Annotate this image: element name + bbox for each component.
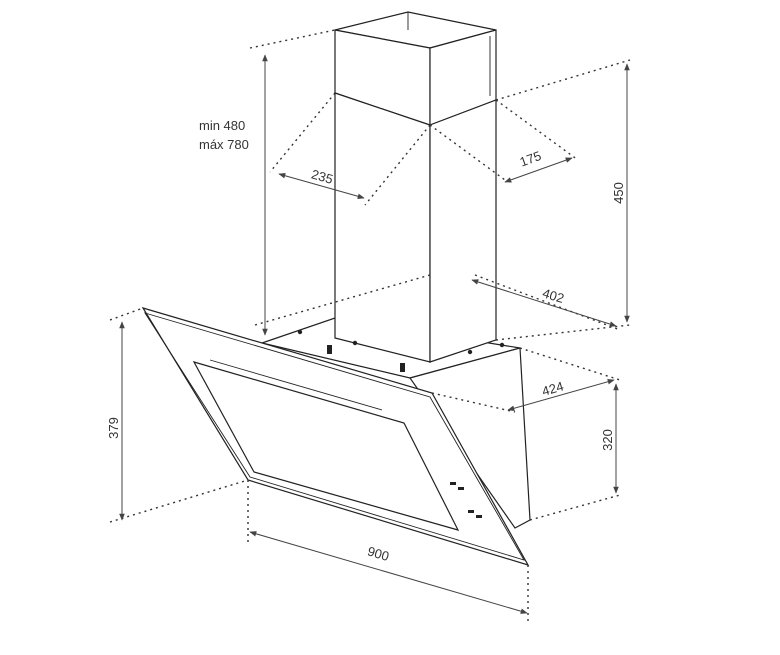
control-buttons	[450, 482, 482, 518]
control-button-1	[450, 482, 456, 485]
control-button-3	[468, 510, 474, 513]
mount-slot-1	[327, 345, 332, 354]
mount-hole-3	[499, 342, 505, 348]
dim-line-body-depth	[507, 379, 615, 411]
dim-line-chimney-base	[471, 279, 617, 327]
chimney-width-label: 235	[310, 166, 335, 186]
height-max-label: máx 780	[199, 137, 249, 152]
mount-hole-2	[467, 349, 473, 355]
dimension-labels: min 480 máx 780 235 175 450 402 424 320 …	[106, 118, 626, 564]
mount-hole-1	[352, 340, 358, 346]
dim-line-total-width	[249, 531, 528, 614]
mount-slot-2	[400, 363, 405, 372]
chimney-lower-front	[334, 92, 431, 363]
chimney-base-label: 402	[541, 285, 566, 306]
glass-panel-inner-window	[192, 361, 460, 531]
dim-line-chimney-width	[278, 173, 365, 199]
chimney	[297, 11, 505, 372]
chimney-height-label: 450	[611, 182, 626, 204]
body-depth-label: 424	[540, 378, 565, 398]
total-width-label: 900	[366, 543, 391, 564]
control-button-2	[458, 487, 464, 490]
chimney-depth-label: 175	[518, 148, 544, 170]
panel-height-label: 379	[106, 417, 121, 439]
chimney-lower-side	[429, 99, 497, 363]
body-height-label: 320	[600, 429, 615, 451]
filter-edge	[209, 359, 383, 411]
control-button-4	[476, 515, 482, 518]
dimension-lines	[119, 54, 630, 614]
height-min-label: min 480	[199, 118, 245, 133]
dim-line-chimney-depth	[504, 157, 573, 183]
mount-hole-4	[297, 329, 303, 335]
